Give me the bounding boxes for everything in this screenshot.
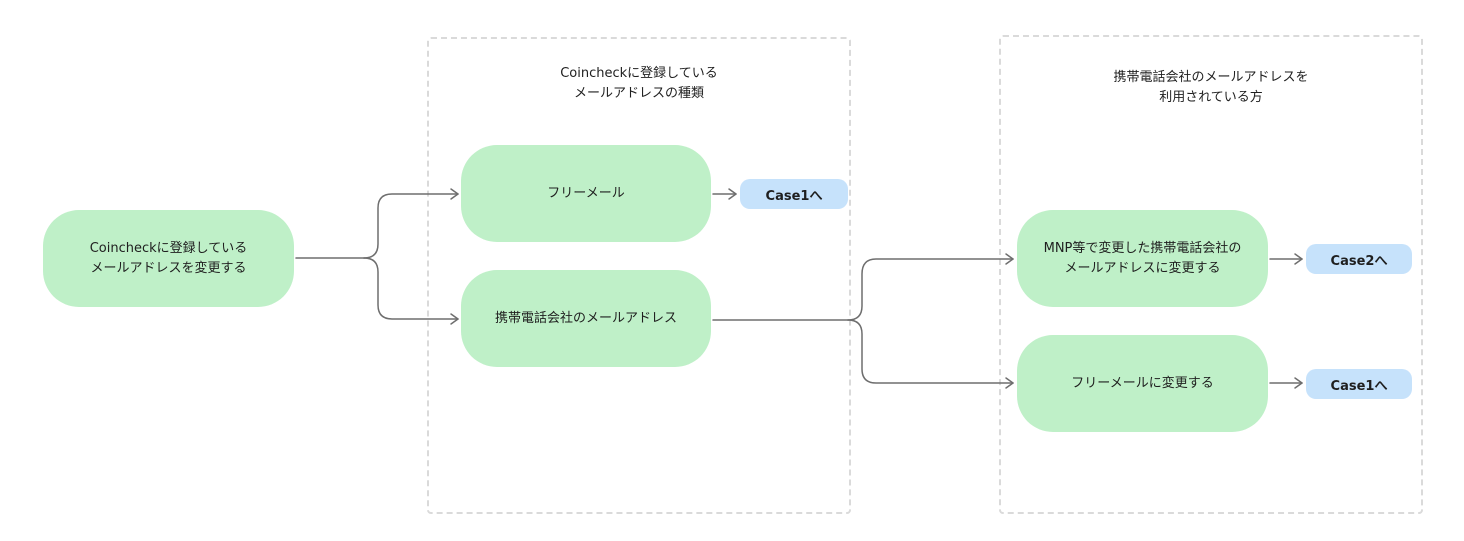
carrier-users-group-title: 携帯電話会社のメールアドレスを 利用されている方: [1113, 70, 1309, 105]
arrowhead-case1-top: [728, 188, 737, 200]
carrier-users-group: [999, 35, 1423, 514]
arrowhead-case2: [1294, 253, 1303, 265]
case2-badge: Case2へ: [1306, 244, 1412, 274]
connector-carrier-to-free: [847, 319, 1014, 384]
arrowhead-case1-bottom: [1294, 377, 1303, 389]
case1-badge-bottom: Case1へ: [1306, 369, 1412, 399]
arrowhead-free-mail: [450, 188, 459, 200]
carrier-mail-node: 携帯電話会社のメールアドレス: [461, 270, 711, 367]
email-type-group-title: Coincheckに登録している メールアドレスの種類: [560, 66, 718, 101]
arrowhead-to-free: [1005, 377, 1014, 389]
connector-start-to-free-mail: [363, 193, 459, 259]
email-type-group: [427, 37, 851, 514]
arrowhead-carrier-mail: [450, 313, 459, 325]
to-free-mail-node: フリーメールに変更する: [1017, 335, 1268, 432]
start-node: Coincheckに登録している メールアドレスを変更する: [43, 210, 294, 307]
connector-start-to-carrier-mail: [363, 257, 459, 320]
mnp-change-node: MNP等で変更した携帯電話会社の メールアドレスに変更する: [1017, 210, 1268, 307]
connector-carrier-to-mnp: [847, 258, 1014, 321]
free-mail-node: フリーメール: [461, 145, 711, 242]
arrowhead-mnp: [1005, 253, 1014, 265]
case1-badge-top: Case1へ: [740, 179, 848, 209]
